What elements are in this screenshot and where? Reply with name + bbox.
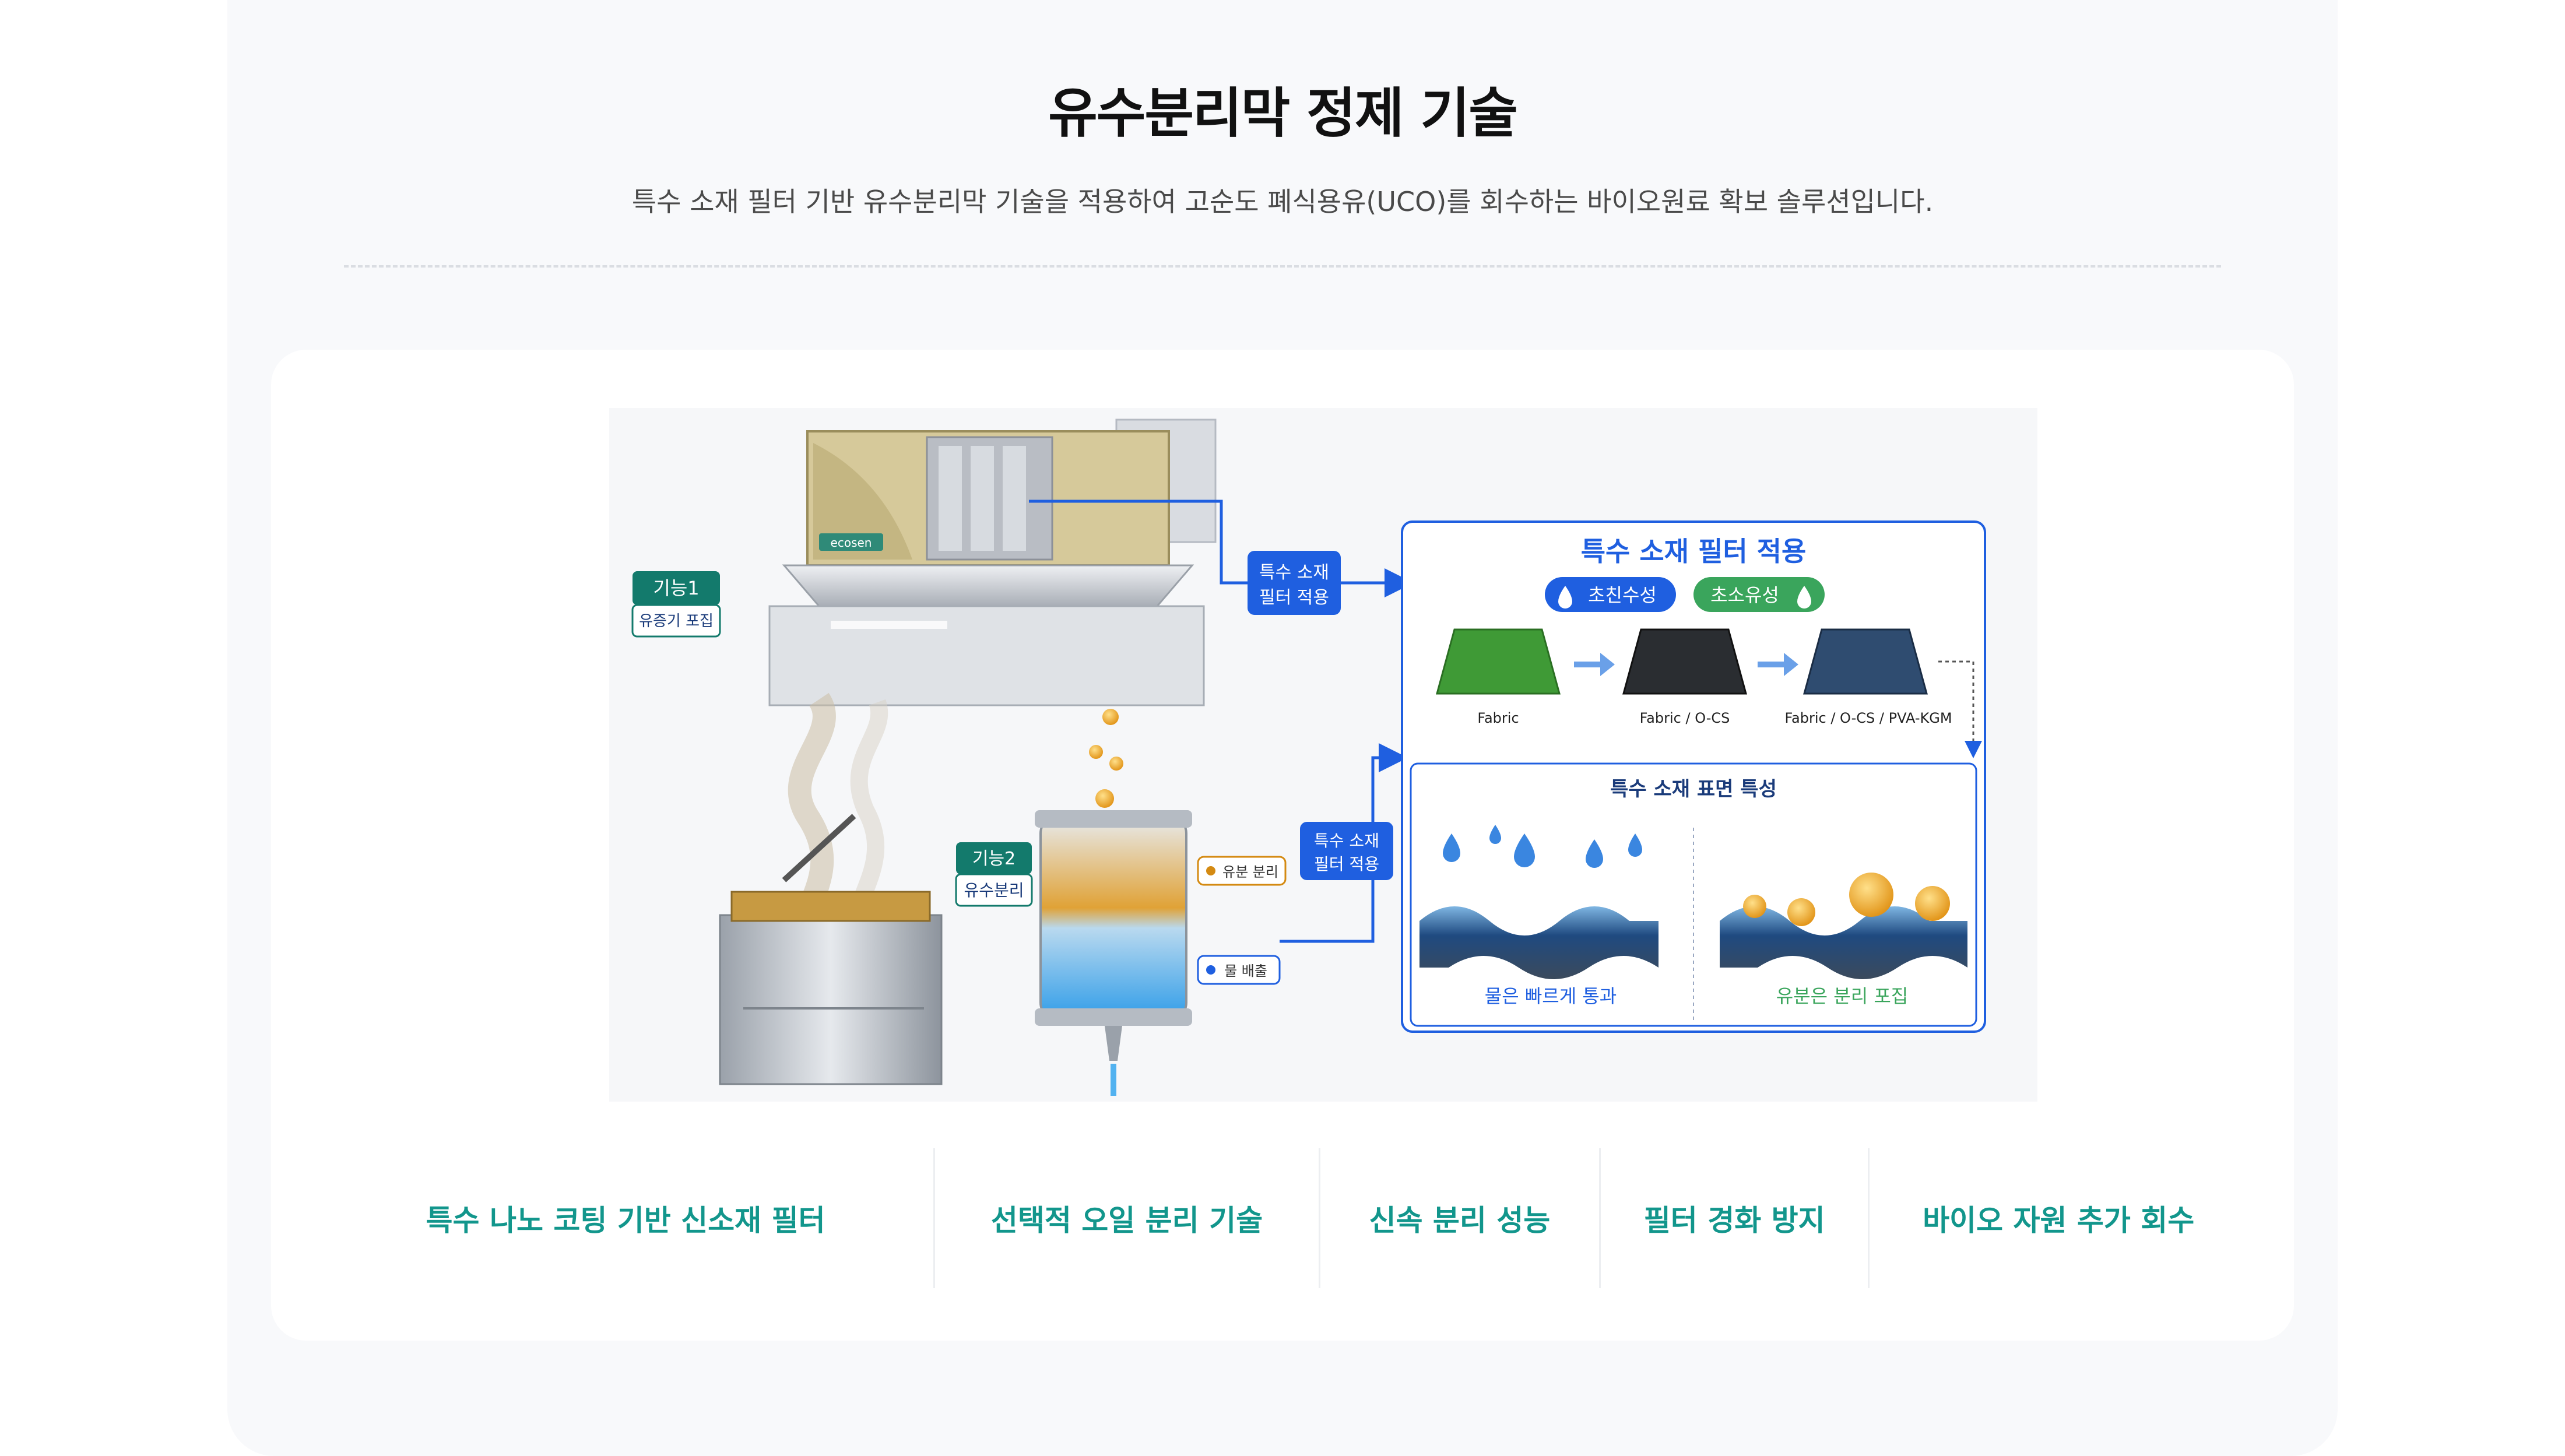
- water-pass-text: 물은 빠르게 통과: [1485, 985, 1617, 1007]
- callout-mid-line1: 특수 소재: [1314, 831, 1379, 850]
- water-drop-icon: [1514, 833, 1535, 867]
- pill-hydrophilic: [1545, 577, 1676, 612]
- dashed-divider: [344, 265, 2221, 268]
- function1-tag: [633, 571, 720, 605]
- arrow-right-icon: [1758, 653, 1798, 676]
- oil-drop-icon: [1102, 709, 1119, 725]
- feature-item: 필터 경화 방지: [1601, 1148, 1870, 1288]
- water-drop-icon: [1586, 839, 1603, 868]
- pill-oleophobic: [1693, 577, 1825, 612]
- filter-unit-shade: [813, 443, 912, 560]
- drain-spout: [1105, 1026, 1122, 1061]
- fabric-label-1: Fabric: [1477, 710, 1519, 726]
- content-card: ecosen 기능1 유증기 포집: [271, 350, 2294, 1341]
- feature-item: 바이오 자원 추가 회수: [1923, 1204, 2195, 1237]
- process-diagram: ecosen 기능1 유증기 포집: [609, 408, 2037, 1102]
- brand-logo-icon: [819, 533, 883, 551]
- tech-section: 유수분리막 정제 기술 특수 소재 필터 기반 유수분리막 기술을 적용하여 고…: [227, 0, 2338, 1456]
- drop-icon: [1797, 586, 1811, 609]
- water-drop-icon: [1489, 825, 1501, 844]
- callout-mid: [1300, 822, 1393, 880]
- panel-title: 특수 소재 필터 적용: [1581, 536, 1807, 567]
- oil-drop-icon: [1849, 873, 1893, 917]
- callout-top-line1: 특수 소재: [1259, 562, 1329, 583]
- function1-tag-text: 기능1: [653, 577, 699, 599]
- oil-label-text: 유분 분리: [1222, 864, 1278, 880]
- oil-capture-wave: [1720, 906, 1967, 979]
- callout-mid-line2: 필터 적용: [1314, 854, 1379, 874]
- brand-logo-text: ecosen: [831, 536, 872, 550]
- water-drop-icon: [1558, 586, 1572, 609]
- separator-base: [1035, 1008, 1192, 1026]
- function2-tag: [956, 842, 1032, 874]
- fabric-label-3: Fabric / O-CS / PVA-KGM: [1784, 710, 1952, 726]
- range-hood: [782, 564, 1194, 607]
- oil-capture-text: 유분은 분리 포집: [1776, 985, 1908, 1007]
- pill-hydrophilic-text: 초친수성: [1588, 584, 1657, 606]
- feature-item: 선택적 오일 분리 기술: [935, 1148, 1320, 1288]
- filter-slat: [971, 446, 994, 551]
- water-drop-icon: [1443, 833, 1460, 862]
- water-drop-icon: [1206, 965, 1215, 975]
- callout-top: [1248, 551, 1341, 615]
- fabric-swatch-ocs: [1622, 628, 1747, 695]
- water-pass-wave: [1419, 906, 1659, 979]
- water-drops: [1443, 825, 1642, 868]
- oil-drop-icon: [1109, 757, 1123, 771]
- surface-title: 특수 소재 표면 특성: [1610, 778, 1777, 801]
- feature-item: 신속 분리 성능: [1320, 1148, 1601, 1288]
- page-title: 유수분리막 정제 기술: [1048, 82, 1518, 145]
- pill-oleophobic-text: 초소유성: [1710, 584, 1779, 606]
- fabric-swatch-ocs-pva: [1803, 628, 1928, 695]
- oil-drop-icon: [1206, 866, 1215, 875]
- arrow-right-icon: [1574, 653, 1615, 676]
- connector-down: [1938, 660, 1982, 758]
- hood-light: [831, 621, 947, 629]
- function1-desc-box: [631, 604, 721, 638]
- page-subtitle: 특수 소재 필터 기반 유수분리막 기술을 적용하여 고순도 폐식용유(UCO)…: [631, 186, 1934, 217]
- fabric-label-2: Fabric / O-CS: [1640, 710, 1730, 726]
- feature-list: 특수 나노 코팅 기반 신소재 필터 선택적 오일 분리 기술 신속 분리 성능…: [318, 1148, 2247, 1288]
- filter-slat: [1003, 446, 1026, 551]
- function1-desc: 유증기 포집: [639, 613, 714, 630]
- filter-slat: [939, 446, 962, 551]
- function2-desc: 유수분리: [964, 881, 1024, 900]
- callout-top-line2: 필터 적용: [1259, 588, 1329, 608]
- deep-fryer: [719, 914, 943, 1085]
- function2-tag-text: 기능2: [972, 849, 1016, 869]
- water-label-text: 물 배출: [1224, 963, 1267, 979]
- oil-drop-icon: [1743, 895, 1766, 918]
- oil-drop-icon: [1787, 898, 1815, 926]
- oil-drop-icon: [1089, 745, 1103, 759]
- function2-desc-box: [955, 873, 1033, 907]
- oil-water-separator: [1039, 815, 1187, 1021]
- separator-lid: [1035, 810, 1192, 828]
- oil-drop-icon: [1095, 789, 1114, 808]
- fabric-swatch-plain: [1436, 628, 1561, 695]
- water-discharge-label: [1197, 955, 1281, 985]
- oil-separation-label: [1197, 856, 1287, 886]
- fryer-oil: [730, 891, 931, 922]
- oil-drop-icon: [1915, 886, 1950, 921]
- feature-item: 특수 나노 코팅 기반 신소재 필터: [318, 1148, 936, 1288]
- fryer-basket-handle: [782, 814, 856, 882]
- water-drop-icon: [1628, 833, 1642, 857]
